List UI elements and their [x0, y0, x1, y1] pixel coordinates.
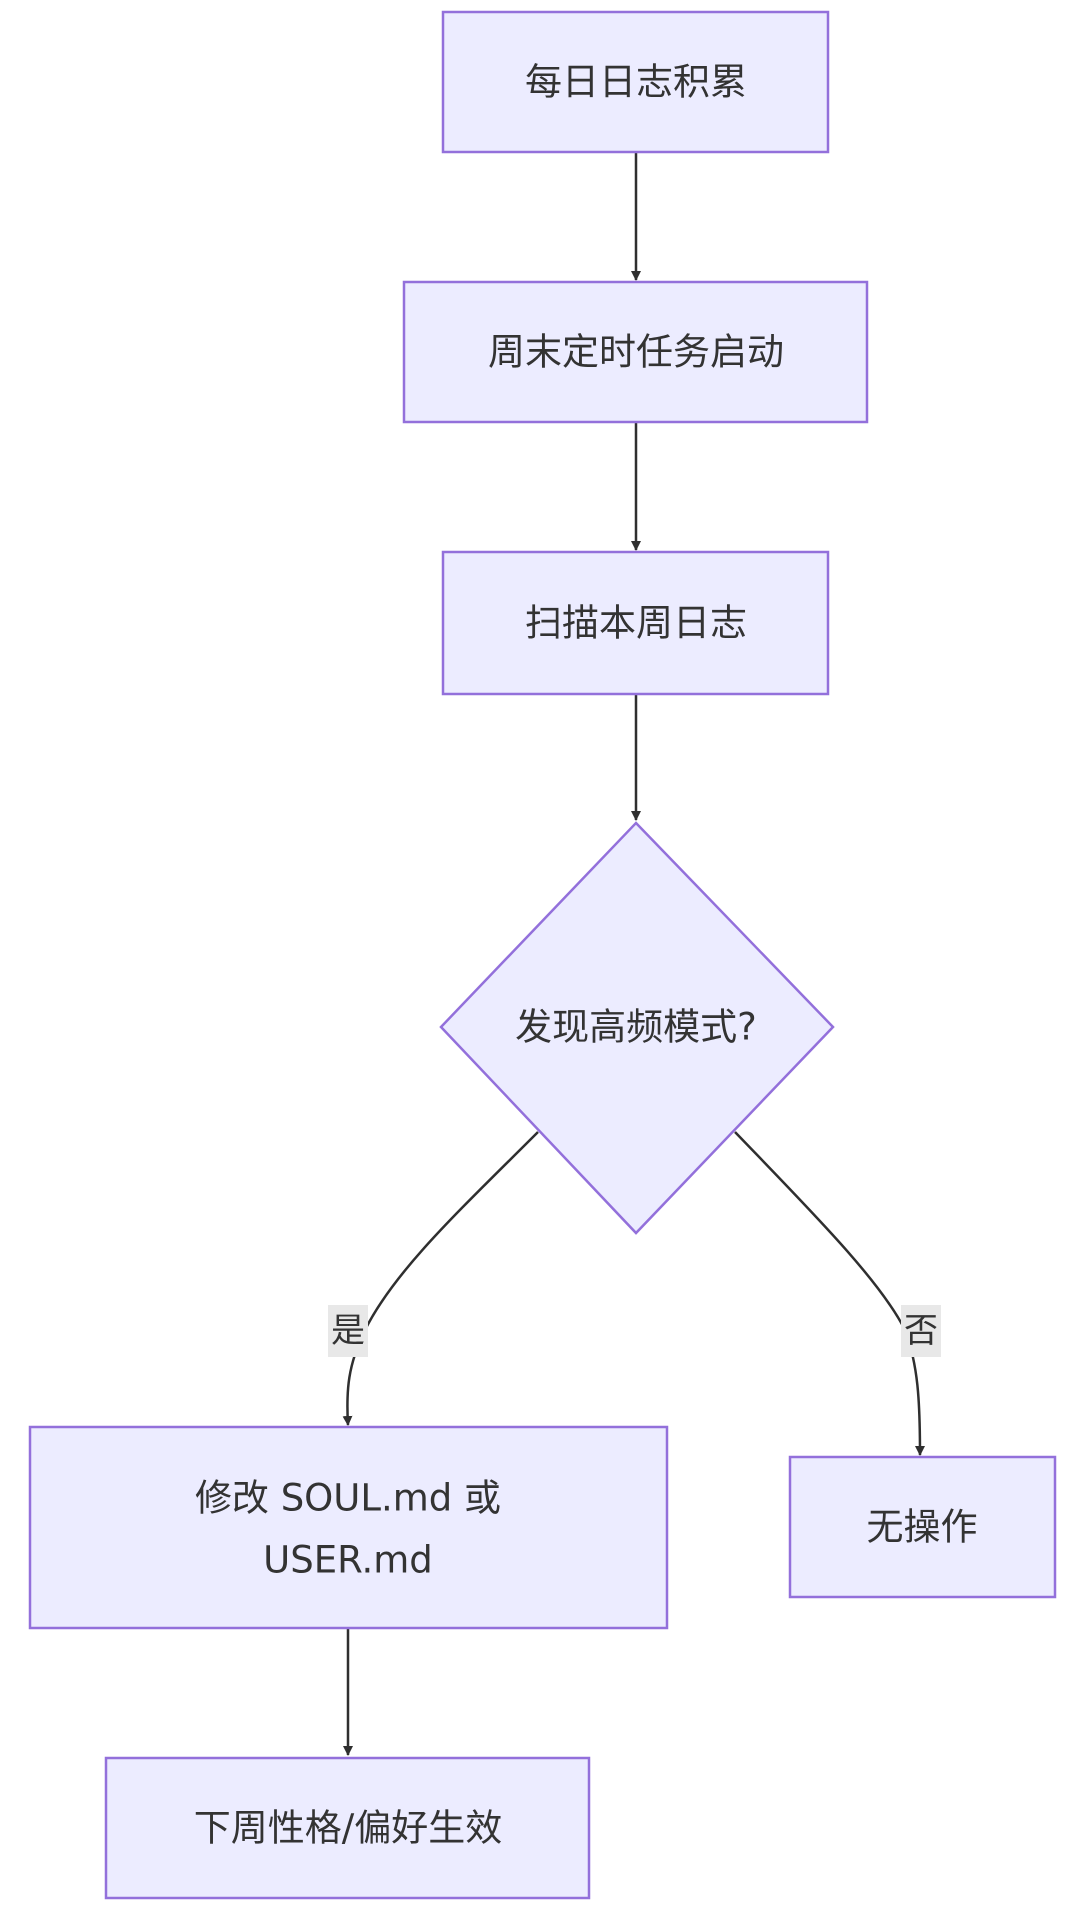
yes-label: 是 — [331, 1311, 365, 1351]
node-daily-log-text: 每日日志积累 — [525, 61, 747, 104]
node-scan-log-text: 扫描本周日志 — [525, 602, 747, 645]
edge-decision-yes — [342, 1131, 539, 1426]
node-decision-text: 发现高频模式? — [515, 1006, 757, 1049]
no-label-bg — [901, 1305, 941, 1357]
node-decision: 发现高频模式? — [439, 821, 835, 1235]
node-daily-log: 每日日志积累 — [441, 10, 830, 154]
node-modify-text-line1: 修改 SOUL.md 或 — [195, 1477, 501, 1520]
edge-decision-no — [734, 1131, 925, 1456]
yes-label-bg — [328, 1305, 368, 1357]
node-scan-log: 扫描本周日志 — [441, 550, 830, 696]
node-modify-text-line2: USER.md — [263, 1539, 433, 1582]
node-weekend-task-text: 周末定时任务启动 — [488, 331, 784, 374]
node-next-week: 下周性格/偏好生效 — [104, 1756, 591, 1900]
node-no-action: 无操作 — [788, 1455, 1057, 1599]
node-modify-files: 修改 SOUL.md 或 USER.md — [28, 1425, 669, 1630]
node-weekend-task: 周末定时任务启动 — [402, 280, 869, 424]
no-label: 否 — [904, 1311, 938, 1351]
node-no-action-text: 无操作 — [867, 1506, 978, 1549]
node-next-week-text: 下周性格/偏好生效 — [194, 1807, 502, 1850]
